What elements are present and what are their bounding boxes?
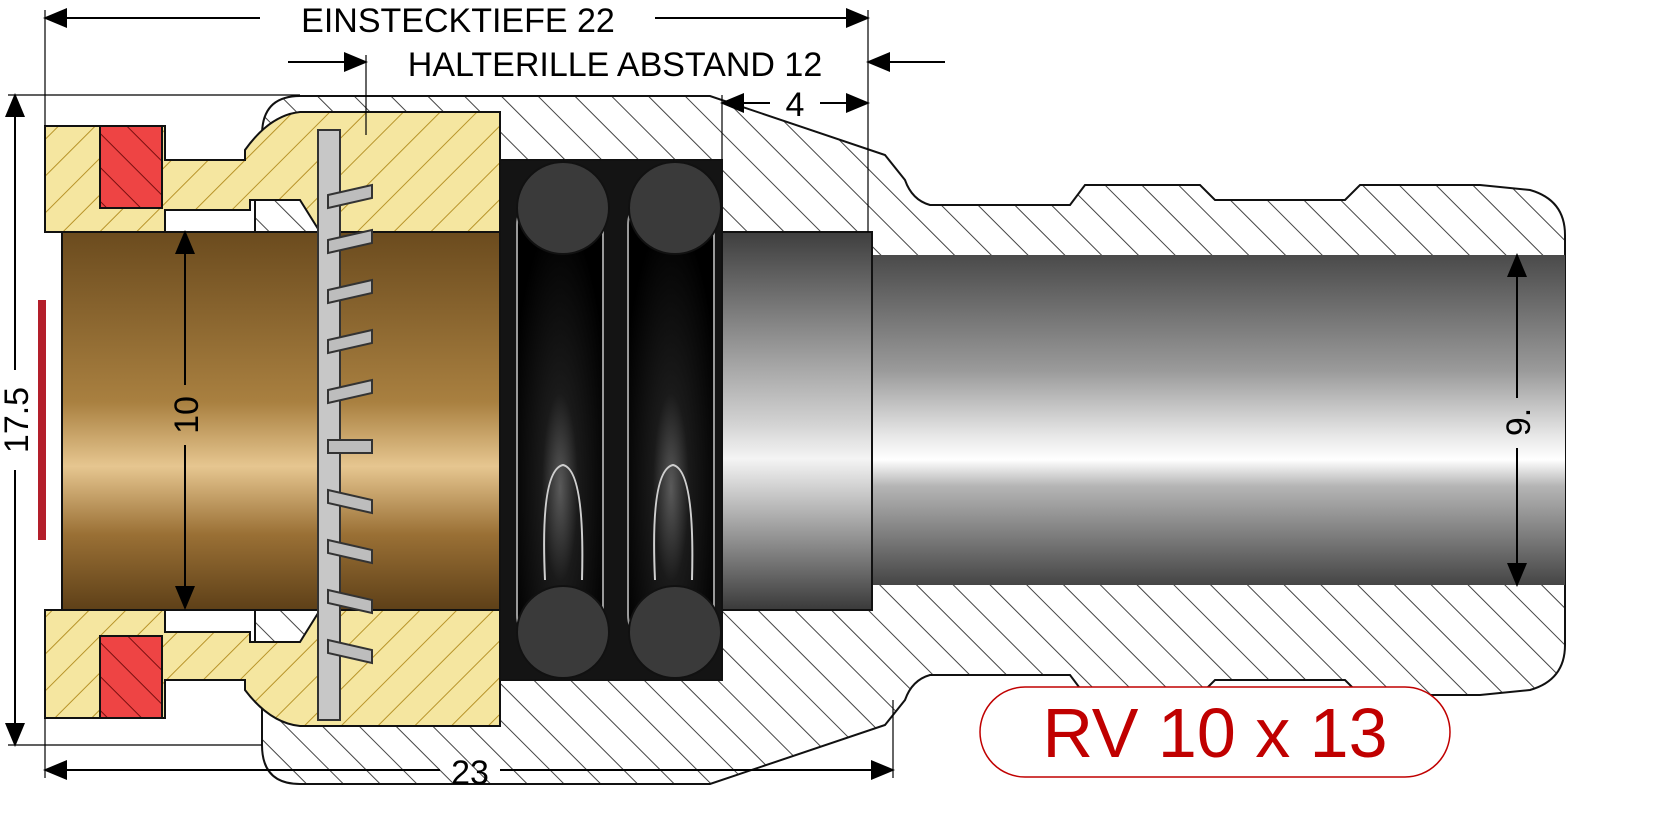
insertion-depth-label: EINSTECKTIEFE 22 — [301, 2, 615, 40]
groove-width-label: 4 — [786, 86, 805, 124]
inner-diameter-label: 10 — [168, 396, 206, 434]
seat-bore — [721, 231, 873, 611]
oring-bottom-right — [628, 585, 722, 679]
red-seal-bottom — [99, 635, 163, 719]
overall-length-label: 23 — [451, 754, 489, 792]
tail-diameter-label: 9. — [1500, 408, 1538, 436]
oring-top-left — [516, 161, 610, 255]
tail-bore — [870, 255, 1565, 585]
outer-height-label: 17.5 — [0, 387, 36, 453]
part-name-label: RV 10 x 13 — [1042, 694, 1387, 772]
red-seal-top — [99, 125, 163, 209]
red-seal-face — [38, 300, 46, 540]
part-name-badge — [979, 686, 1451, 778]
oring-top-right — [628, 161, 722, 255]
groove-distance-label: HALTERILLE ABSTAND 12 — [408, 46, 822, 84]
oring-groove-right — [627, 194, 715, 646]
grip-ring — [317, 129, 373, 721]
oring-reflection-right — [653, 463, 694, 581]
oring-groove-left — [516, 194, 604, 646]
brass-bore — [61, 231, 501, 611]
oring-bottom-left — [516, 585, 610, 679]
oring-reflection-left — [543, 463, 584, 581]
